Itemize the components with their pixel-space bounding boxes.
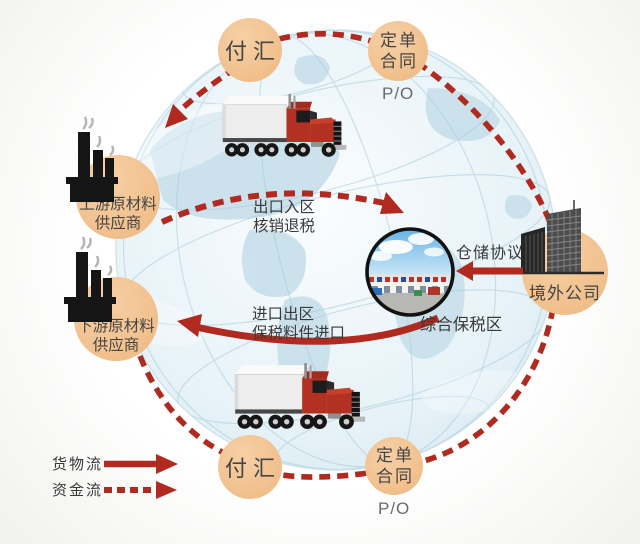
node-order-bottom: 定单 合同 [365, 437, 423, 495]
node-order-bottom-line2: 合同 [376, 467, 414, 486]
export-flow-arrow [160, 190, 404, 225]
node-payment-top-label: 付汇 [224, 39, 281, 64]
capital-arrowhead [165, 104, 188, 128]
import-flow-line1: 进口出区 [252, 306, 315, 323]
import-flow-line2: 保税料件进口 [252, 325, 346, 343]
capital-arc-bottom-right [281, 307, 556, 480]
legend-goods-arrow [104, 454, 178, 474]
node-payment-top: 付汇 [218, 18, 282, 82]
upstream-label-line2: 供应商 [94, 215, 142, 232]
downstream-label-line1: 下游原材料 [77, 318, 155, 336]
truck-icon-top [222, 93, 347, 158]
overseas-company-label: 境外公司 [529, 283, 601, 303]
warehouse-agreement-label: 仓储协议 [455, 245, 524, 262]
node-payment-bottom: 付汇 [218, 435, 282, 499]
node-order-top-line1: 定单 [380, 30, 418, 50]
node-payment-bottom-label: 付汇 [224, 456, 281, 481]
capital-arc-top-right [261, 30, 559, 239]
export-flow-line1: 出口入区 [252, 199, 315, 216]
export-flow-label: 出口入区 核销退税 [238, 198, 330, 237]
legend-capital-label: 资金流 [52, 482, 104, 499]
bonded-zone-photo [365, 227, 455, 317]
po-label-bottom: P/O [378, 499, 411, 518]
legend-goods-label: 货物流 [52, 456, 104, 473]
legend-capital-arrow [104, 481, 177, 499]
downstream-label-line2: 供应商 [92, 337, 140, 354]
import-flow-label: 进口出区 保税料件进口 [252, 305, 372, 344]
building-icon-overseas [509, 200, 604, 275]
po-label-top: P/O [382, 84, 415, 103]
node-order-bottom-line1: 定单 [376, 445, 414, 465]
node-order-top: 定单 合同 [368, 21, 428, 81]
warehouse-agreement-arrow [456, 261, 523, 281]
truck-icon-bottom [234, 362, 366, 430]
bonded-zone-label: 综合保税区 [419, 316, 503, 334]
factory-icon-upstream [64, 115, 120, 204]
factory-icon-downstream [62, 235, 118, 324]
node-order-top-line2: 合同 [380, 52, 418, 71]
capital-arc-downstream [137, 354, 224, 455]
import-flow-arrow [177, 314, 440, 345]
export-flow-line2: 核销退税 [252, 218, 315, 236]
